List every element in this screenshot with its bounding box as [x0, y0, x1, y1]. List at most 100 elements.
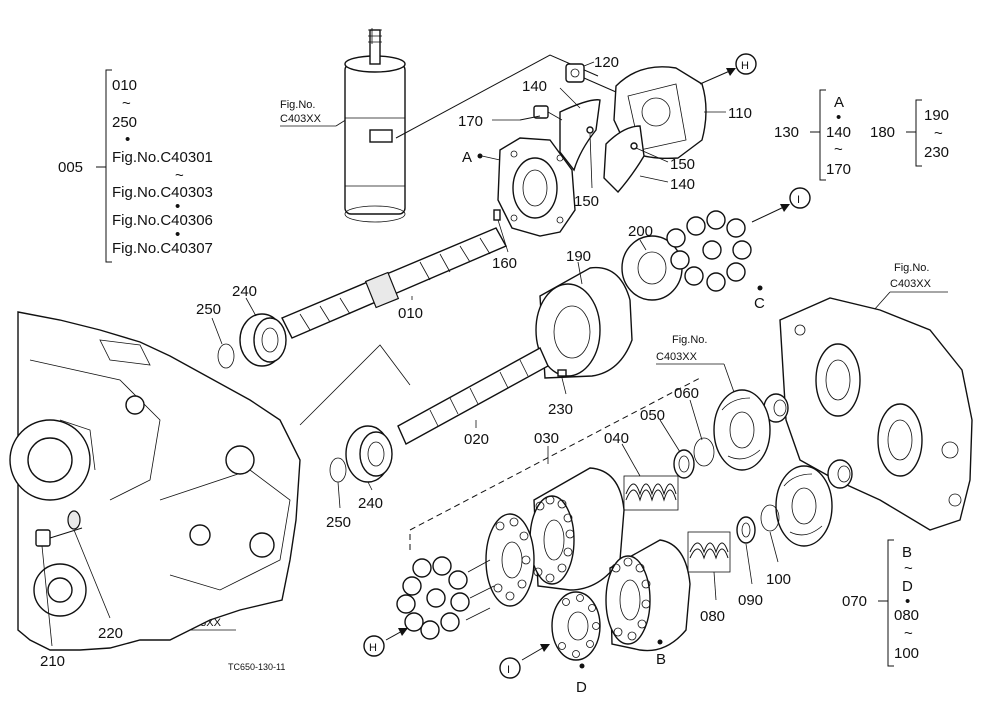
callout-010: 010	[398, 296, 423, 322]
group-005-line: Fig.No.C40303	[112, 184, 213, 201]
group-130-line: 170	[826, 161, 851, 178]
group-070-line: 100	[894, 645, 919, 662]
pin-150-lower	[630, 142, 638, 150]
callout-140-right: 140	[639, 175, 695, 193]
group-005-line: Fig.No.C40307	[112, 240, 213, 257]
fig-ref-plate: Fig.No. C403XX	[656, 334, 736, 396]
callout-230: 230	[548, 377, 573, 418]
group-070-number: 070	[842, 593, 867, 610]
fig-ref-code: C403XX	[280, 113, 322, 125]
callout-label: 060	[674, 385, 699, 402]
bolt-170	[519, 105, 563, 121]
callout-250-upper: 250	[196, 301, 223, 345]
marker-label: A	[462, 149, 472, 166]
marker-label: C	[754, 295, 765, 312]
shaft-020	[397, 347, 549, 445]
callout-label: 250	[196, 301, 221, 318]
piston-set-H	[396, 556, 495, 640]
flow-arrow-H-lower: H	[363, 628, 408, 657]
callout-060: 060	[674, 385, 703, 441]
callout-090: 090	[738, 543, 763, 609]
group-005-line: Fig.No.C40306	[112, 212, 213, 229]
callout-240-lower: 240	[358, 481, 383, 512]
fig-ref-housing: Fig.No. C403XX	[873, 262, 948, 311]
callout-210: 210	[40, 545, 65, 670]
callout-label: 080	[700, 608, 725, 625]
callout-120: 120	[583, 54, 619, 71]
group-070-line: 080	[894, 607, 919, 624]
piston-set-C	[666, 210, 752, 292]
group-180-line: 190	[924, 107, 949, 124]
callout-label: 010	[398, 305, 423, 322]
ring-100	[760, 504, 780, 532]
group-005-line: ~	[175, 167, 184, 184]
group-070-line: D	[902, 578, 913, 595]
group-130-line: •	[836, 109, 841, 126]
flow-label-H: H	[741, 60, 749, 72]
block-120	[565, 63, 585, 83]
callout-label: 160	[492, 255, 517, 272]
cylinder-block-190	[535, 266, 633, 379]
group-180: 180 190 ~ 230	[870, 99, 949, 167]
callout-150-right: 150	[635, 147, 695, 173]
callout-label: 190	[566, 248, 591, 265]
group-005-line: 010	[112, 77, 137, 94]
retainer-plate-upper	[485, 513, 535, 607]
callout-150-lower: 150	[574, 133, 599, 210]
servo-cylinder	[344, 29, 406, 223]
callout-label: 120	[594, 54, 619, 71]
callout-label: 040	[604, 430, 629, 447]
marker-D: D	[576, 663, 587, 696]
flow-arrow-H-upper: H	[699, 53, 757, 85]
valve-plate-upper	[713, 389, 771, 471]
flange-A	[497, 137, 576, 237]
flow-arrow-I-upper: I	[751, 187, 811, 223]
pin-150-upper	[586, 126, 594, 134]
cover-110	[583, 66, 707, 160]
group-070-line: ~	[904, 625, 913, 642]
cylinder-block-B	[605, 539, 691, 652]
callout-label: 250	[326, 514, 351, 531]
group-005: 005 010 ~ 250 • Fig.No.C40301 ~ Fig.No.C…	[58, 69, 213, 263]
valve-plate-lower	[775, 465, 833, 547]
callout-label: 050	[640, 407, 665, 424]
flow-label-I: I	[507, 664, 510, 676]
group-070-line: •	[905, 593, 910, 610]
group-005-line: •	[175, 198, 180, 215]
callout-240-upper: 240	[232, 283, 257, 317]
group-130-line: ~	[834, 141, 843, 158]
group-070-line: ~	[904, 560, 913, 577]
callout-040: 040	[604, 430, 641, 477]
group-130: 130 A • 140 ~ 170	[774, 89, 851, 181]
callout-200: 200	[628, 223, 653, 251]
fig-ref-label: Fig.No.	[280, 99, 315, 111]
callout-140-top: 140	[522, 78, 581, 109]
callout-label: 030	[534, 430, 559, 447]
marker-B: B	[656, 639, 666, 668]
group-070-line: B	[902, 544, 912, 561]
washer-090-hole	[741, 522, 751, 538]
fig-ref-cylinder: Fig.No. C403XX	[280, 99, 353, 127]
group-005-line: •	[125, 131, 130, 148]
marker-C: C	[754, 285, 765, 312]
snap-ring-250-upper	[217, 343, 235, 369]
callout-160: 160	[492, 219, 517, 272]
washer-090	[736, 516, 756, 544]
callout-label: 090	[738, 592, 763, 609]
callout-label: 240	[358, 495, 383, 512]
callout-170: 170	[458, 113, 520, 130]
flow-arrow-I-lower: I	[499, 644, 550, 679]
callout-050: 050	[640, 407, 681, 453]
callout-label: 110	[728, 105, 752, 122]
washer-050	[673, 449, 695, 479]
small-bearing-upper	[763, 393, 789, 423]
callout-label: 200	[628, 223, 653, 240]
marker-label: D	[576, 679, 587, 696]
washer-220	[67, 510, 81, 530]
group-005-line: •	[175, 226, 180, 243]
callout-label: 240	[232, 283, 257, 300]
ring-060	[693, 437, 715, 467]
bolt-210	[35, 527, 83, 547]
group-005-line: ~	[122, 95, 131, 112]
